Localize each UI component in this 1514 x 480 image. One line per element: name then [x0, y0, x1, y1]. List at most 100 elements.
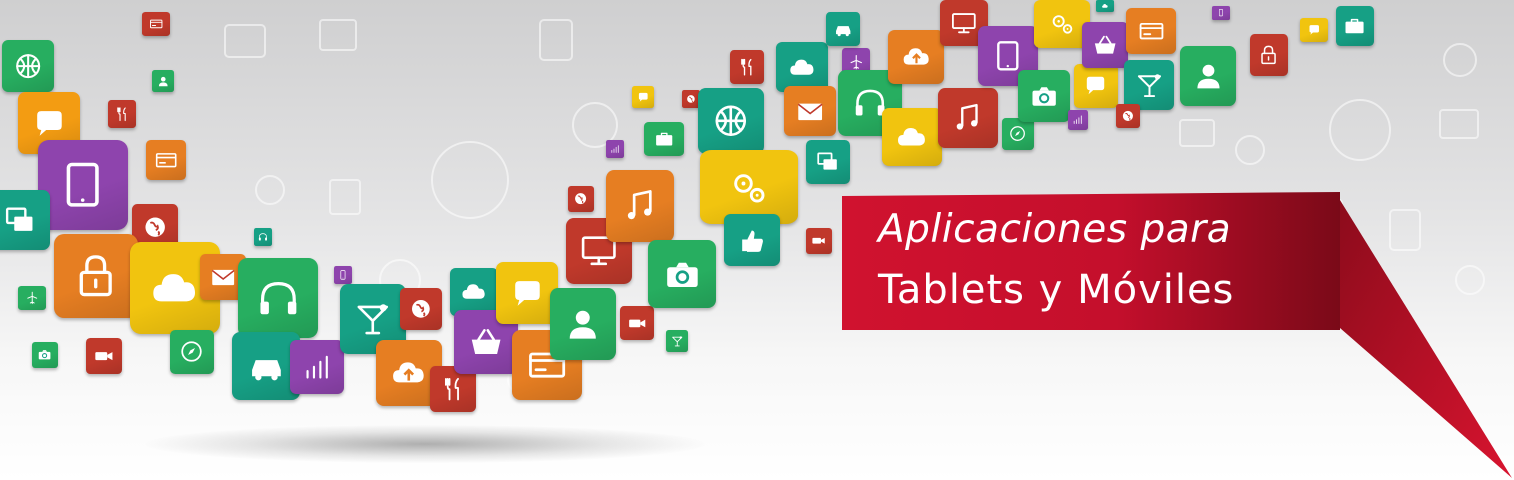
cocktail-app-tile — [1124, 60, 1174, 110]
cloud-upload-app-tile — [888, 30, 944, 84]
gears-icon — [1052, 15, 1072, 34]
bar-chart-app-tile — [290, 340, 344, 394]
utensils-icon — [740, 58, 752, 76]
tiles-shadow — [145, 425, 705, 463]
envelope-app-tile — [784, 86, 836, 136]
user-icon — [569, 310, 597, 339]
lock-icon — [1261, 45, 1277, 65]
music-note-icon — [627, 190, 652, 220]
compass-app-tile — [1002, 118, 1034, 150]
cocktail-icon — [671, 336, 683, 347]
chat-bubble-app-tile — [496, 262, 558, 324]
mobile-phone-icon — [340, 270, 346, 280]
mobile-phone-app-tile — [334, 266, 352, 284]
credit-card-icon — [528, 352, 566, 378]
mobile-phone-app-tile — [1212, 6, 1230, 20]
cloud-icon — [462, 284, 485, 299]
airplane-icon — [27, 291, 37, 305]
credit-card-icon — [1139, 22, 1163, 40]
windows-app-tile — [0, 190, 50, 250]
basketball-app-tile — [698, 88, 764, 154]
credit-card-icon — [155, 152, 177, 168]
utensils-app-tile — [730, 50, 764, 84]
video-camera-app-tile — [620, 306, 654, 340]
chat-bubble-app-tile — [1300, 18, 1328, 42]
car-icon — [835, 25, 851, 36]
tablet-app-tile — [38, 140, 128, 230]
cocktail-icon — [1137, 73, 1161, 97]
globe-app-tile — [682, 90, 700, 108]
cocktail-app-tile — [666, 330, 688, 352]
thumbs-up-icon — [741, 230, 763, 252]
headphones-app-tile — [238, 258, 318, 338]
camera-icon — [666, 262, 698, 287]
basketball-app-tile — [2, 40, 54, 92]
windows-app-tile — [806, 140, 850, 184]
lock-app-tile — [54, 234, 138, 318]
globe-icon — [575, 193, 587, 205]
chat-bubble-icon — [1309, 25, 1319, 35]
bar-chart-app-tile — [606, 140, 624, 158]
cloud-upload-icon — [903, 48, 929, 65]
bar-chart-app-tile — [1068, 110, 1088, 130]
shopping-basket-icon — [1094, 35, 1116, 54]
credit-card-app-tile — [1126, 8, 1176, 54]
video-camera-icon — [95, 352, 113, 361]
cloud-app-tile — [776, 42, 828, 92]
headphones-app-tile — [254, 228, 272, 246]
headphones-icon — [260, 281, 296, 314]
headphones-icon — [258, 233, 268, 241]
bar-chart-icon — [306, 355, 329, 379]
chat-bubble-app-tile — [632, 86, 654, 108]
cloud-icon — [790, 59, 814, 75]
camera-icon — [39, 350, 51, 360]
shopping-basket-app-tile — [1082, 22, 1128, 68]
compass-app-tile — [170, 330, 214, 374]
bar-chart-icon — [611, 145, 619, 153]
chat-bubble-icon — [36, 110, 62, 136]
utensils-app-tile — [108, 100, 136, 128]
title-line-2: Tablets y Móviles — [878, 267, 1235, 313]
camera-app-tile — [32, 342, 58, 368]
video-camera-app-tile — [86, 338, 122, 374]
monitor-app-tile — [566, 218, 632, 284]
globe-icon — [412, 300, 430, 318]
camera-icon — [1032, 87, 1056, 106]
airplane-app-tile — [18, 286, 46, 310]
chat-bubble-icon — [514, 280, 540, 306]
music-note-app-tile — [938, 88, 998, 148]
cloud-icon — [898, 127, 926, 146]
cloud-app-tile — [882, 108, 942, 166]
user-app-tile — [152, 70, 174, 92]
lock-icon — [79, 255, 113, 297]
camera-app-tile — [648, 240, 716, 308]
tablet-icon — [997, 41, 1019, 71]
user-app-tile — [550, 288, 616, 360]
chat-bubble-app-tile — [1074, 64, 1118, 108]
cloud-icon — [153, 273, 196, 302]
car-app-tile — [826, 12, 860, 46]
chat-bubble-icon — [1087, 77, 1105, 95]
monitor-icon — [582, 236, 616, 266]
mobile-phone-icon — [1219, 9, 1223, 17]
cloud-upload-icon — [393, 362, 424, 383]
credit-card-app-tile — [146, 140, 186, 180]
user-icon — [1196, 64, 1220, 89]
lock-app-tile — [1250, 34, 1288, 76]
compass-icon — [1010, 126, 1026, 142]
gears-app-tile — [700, 150, 798, 224]
basketball-icon — [715, 105, 747, 137]
credit-card-app-tile — [142, 12, 170, 36]
briefcase-icon — [655, 132, 673, 146]
tablet-icon — [66, 163, 100, 207]
title-ribbon — [842, 192, 1512, 478]
video-camera-app-tile — [806, 228, 832, 254]
monitor-icon — [952, 12, 976, 34]
car-icon — [251, 359, 281, 380]
credit-card-icon — [149, 19, 163, 29]
cloud-app-tile — [1096, 0, 1114, 12]
chat-bubble-icon — [638, 92, 648, 102]
gears-icon — [733, 173, 765, 203]
globe-app-tile — [568, 186, 594, 212]
